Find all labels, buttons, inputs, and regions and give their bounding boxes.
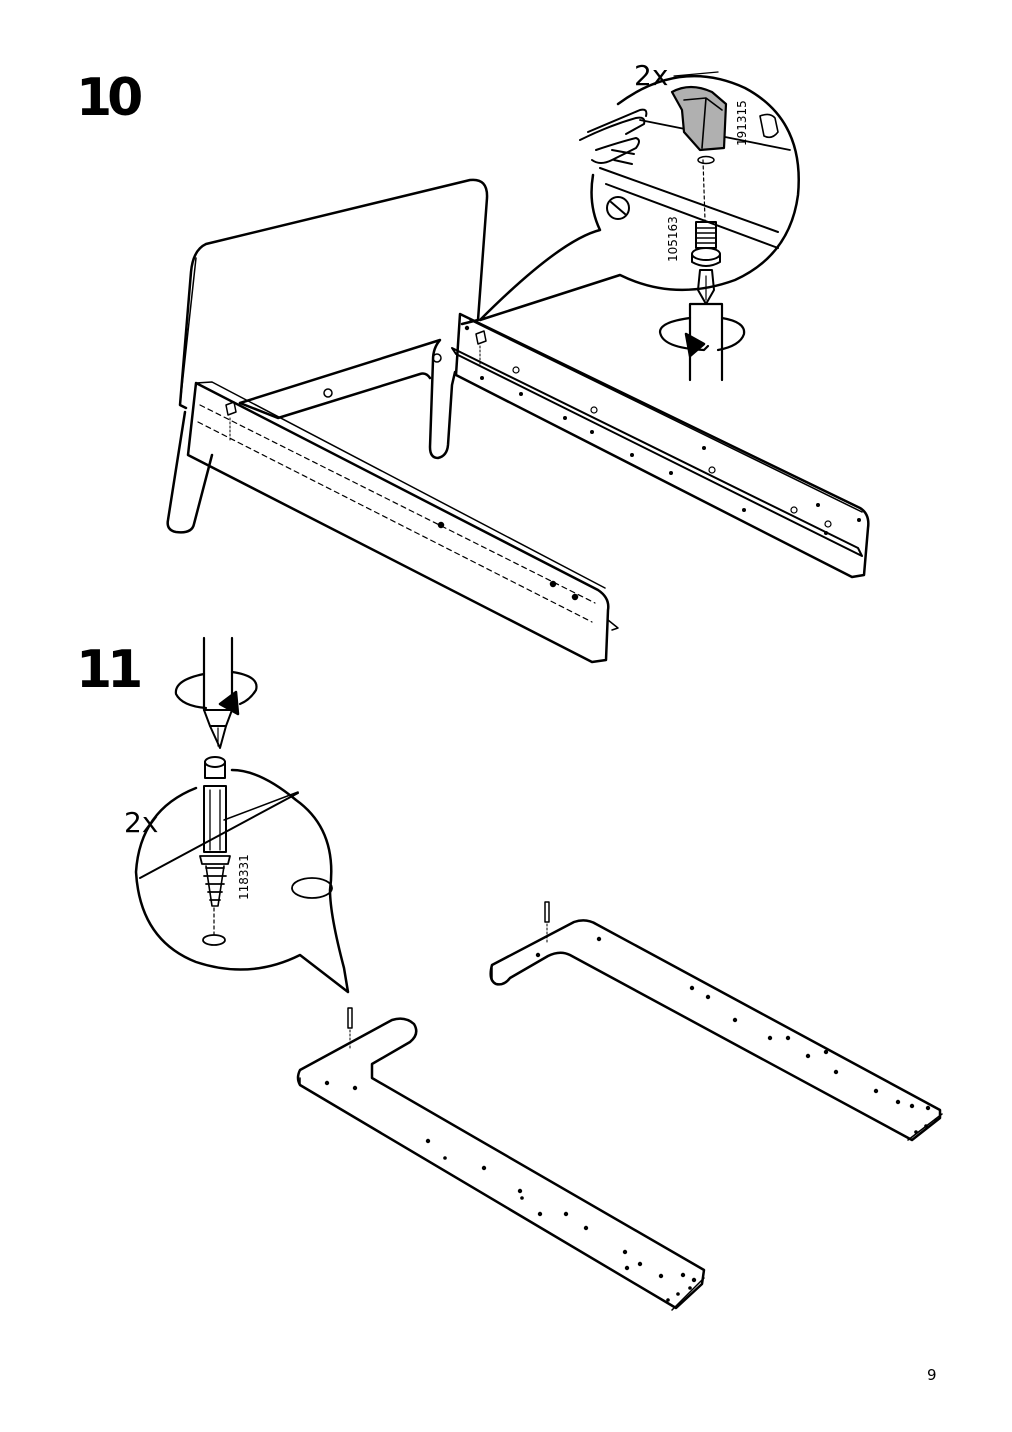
- rotate-arrow-icon: [658, 316, 746, 358]
- bolt-icon: [691, 221, 721, 267]
- step-11-quantity-label: 2x: [124, 806, 158, 839]
- step-10-illustration: [166, 71, 870, 664]
- step-11-illustration: [134, 636, 943, 1311]
- back-side-rail: [454, 312, 870, 579]
- headboard-edge: [179, 257, 197, 406]
- rotate-arrow-icon: [174, 670, 258, 716]
- dowel-icon: [199, 756, 231, 907]
- page-number: 9: [927, 1366, 937, 1384]
- cap-icon: [670, 85, 728, 152]
- screwdriver-icon: [202, 636, 234, 749]
- part-number-118331: 118331: [237, 854, 251, 900]
- right-l-board: [489, 919, 942, 1142]
- front-side-rail: [186, 381, 610, 664]
- step-10-callout: [478, 74, 800, 322]
- step-11-callout: [134, 768, 350, 994]
- step-10-quantity-label: 2x: [634, 59, 668, 92]
- step-10-number: 10: [76, 68, 143, 128]
- part-number-105163: 105163: [666, 216, 680, 262]
- step-11-number: 11: [76, 640, 143, 700]
- left-leg: [166, 410, 214, 534]
- cross-panel: [238, 338, 457, 460]
- headboard: [178, 178, 489, 410]
- hand-press-icon: [579, 108, 648, 165]
- part-number-191315: 191315: [735, 100, 749, 146]
- left-l-board: [296, 1017, 706, 1310]
